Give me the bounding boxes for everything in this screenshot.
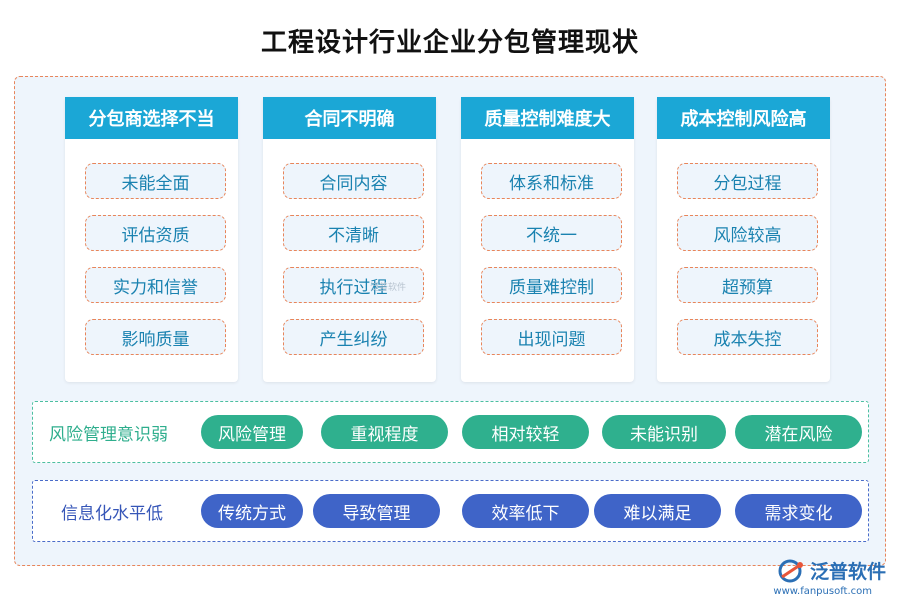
column-item: 执行过程: [283, 267, 424, 303]
column-item: 超预算: [677, 267, 818, 303]
band-tag: 导致管理: [313, 494, 440, 528]
column-header: 质量控制难度大: [461, 97, 634, 139]
column-item: 影响质量: [85, 319, 226, 355]
column-header: 分包商选择不当: [65, 97, 238, 139]
column-subcontractor-selection: 分包商选择不当 未能全面 评估资质 实力和信誉 影响质量: [65, 97, 238, 382]
logo-icon: [778, 559, 803, 582]
band-tag: 相对较轻: [462, 415, 589, 449]
brand-logo: 泛普软件: [778, 557, 886, 584]
logo-name: 泛普软件: [809, 561, 886, 583]
band-tag: 重视程度: [321, 415, 448, 449]
column-contract-unclear: 合同不明确 合同内容 不清晰 执行过程 产生纠纷: [263, 97, 436, 382]
logo-url: www.fanpusoft.com: [773, 586, 872, 597]
watermark: 泛普软件: [370, 283, 407, 293]
column-header: 成本控制风险高: [657, 97, 830, 139]
band-tag: 需求变化: [735, 494, 862, 528]
column-item: 风险较高: [677, 215, 818, 251]
column-item: 实力和信誉: [85, 267, 226, 303]
column-cost-control: 成本控制风险高 分包过程 风险较高 超预算 成本失控: [657, 97, 830, 382]
column-item: 产生纠纷: [283, 319, 424, 355]
column-item: 体系和标准: [481, 163, 622, 199]
column-item: 评估资质: [85, 215, 226, 251]
band-tag: 效率低下: [462, 494, 589, 528]
band-tag: 风险管理: [201, 415, 303, 449]
band-tag: 难以满足: [594, 494, 721, 528]
column-header: 合同不明确: [263, 97, 436, 139]
band-tag: 传统方式: [201, 494, 303, 528]
band-label: 信息化水平低: [61, 503, 163, 524]
page-title: 工程设计行业企业分包管理现状: [260, 28, 639, 58]
informatization-band: 信息化水平低 传统方式 导致管理 效率低下 难以满足 需求变化: [32, 480, 869, 542]
band-tag: 潜在风险: [735, 415, 862, 449]
band-tag: 未能识别: [602, 415, 726, 449]
column-item: 不统一: [481, 215, 622, 251]
column-item: 出现问题: [481, 319, 622, 355]
column-item: 不清晰: [283, 215, 424, 251]
risk-awareness-band: 风险管理意识弱 风险管理 重视程度 相对较轻 未能识别 潜在风险: [32, 401, 869, 463]
column-item: 未能全面: [85, 163, 226, 199]
column-quality-control: 质量控制难度大 体系和标准 不统一 质量难控制 出现问题: [461, 97, 634, 382]
column-item: 成本失控: [677, 319, 818, 355]
column-item: 合同内容: [283, 163, 424, 199]
band-label: 风险管理意识弱: [49, 424, 168, 445]
column-item: 质量难控制: [481, 267, 622, 303]
column-item: 分包过程: [677, 163, 818, 199]
